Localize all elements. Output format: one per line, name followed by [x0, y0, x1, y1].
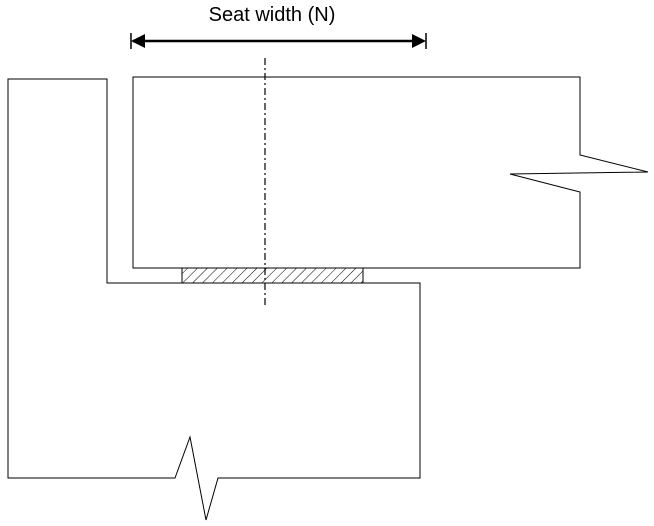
seat-width-dimension-arrow — [130, 33, 427, 49]
support-outline — [7, 78, 421, 521]
bearing-pad — [181, 267, 364, 284]
girder-outline — [132, 76, 649, 269]
seat-width-label: Seat width (N) — [209, 4, 336, 26]
